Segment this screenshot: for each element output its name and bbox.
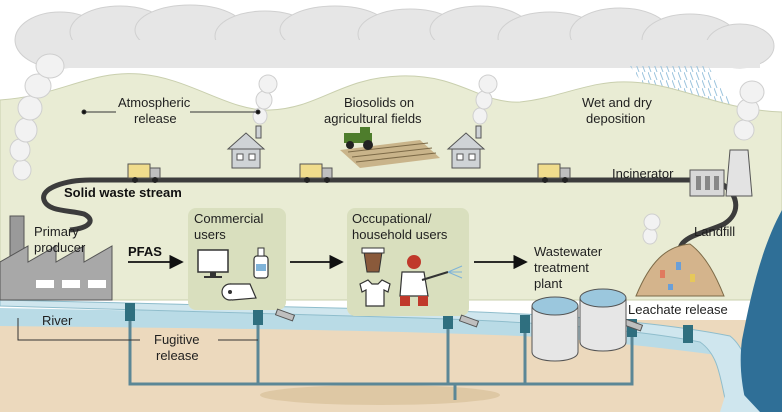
treatment-tank-icon [531, 288, 627, 362]
cloud-band [14, 4, 775, 69]
tractor-icon [344, 127, 373, 150]
callout-lines [17, 109, 261, 341]
river-mouth [720, 380, 760, 412]
factory-icon [0, 215, 113, 301]
label-occupational-users: household users [352, 227, 448, 242]
label-wastewater-treatment-plant: plant [534, 276, 563, 291]
label-primary-producer: producer [34, 240, 86, 255]
house-icon [446, 125, 486, 169]
commercial-users-panel [188, 208, 286, 310]
tshirt-icon [359, 279, 391, 307]
label-river: River [42, 313, 73, 328]
paper-roll-icon [221, 283, 257, 301]
label-biosolids: agricultural fields [324, 111, 422, 126]
bottle-icon [253, 247, 269, 279]
label-solid-waste-stream: Solid waste stream [64, 185, 182, 200]
label-wastewater-treatment-plant: Wastewater [534, 244, 603, 259]
truck-icon [127, 163, 161, 183]
label-incinerator: Incinerator [612, 166, 674, 181]
smoke-plumes [9, 53, 765, 245]
sea [740, 210, 782, 412]
label-atmospheric-release: release [134, 111, 177, 126]
label-fugitive-release: release [156, 348, 199, 363]
truck-icon [537, 163, 571, 183]
label-deposition: deposition [586, 111, 645, 126]
incinerator-icon [689, 149, 753, 197]
solid-waste-road [41, 177, 722, 233]
label-biosolids: Biosolids on [344, 95, 414, 110]
label-landfill: Landfill [694, 224, 735, 239]
coffee-cup-icon [361, 247, 385, 273]
label-commercial-users: users [194, 227, 226, 242]
house-icon [226, 125, 266, 169]
label-wastewater-treatment-plant: treatment [534, 260, 589, 275]
soil-shadow [260, 385, 500, 405]
label-leachate-release: Leachate release [628, 302, 728, 317]
label-primary-producer: Primary [34, 224, 79, 239]
label-occupational-users: Occupational/ [352, 211, 432, 226]
label-fugitive-release: Fugitive [154, 332, 200, 347]
firefighter-icon [399, 255, 463, 306]
label-atmospheric-release: Atmospheric [118, 95, 191, 110]
truck-icon [299, 163, 333, 183]
label-pfas: PFAS [128, 244, 162, 259]
landfill-icon [635, 243, 725, 297]
label-deposition: Wet and dry [582, 95, 652, 110]
monitor-icon [197, 249, 229, 278]
label-commercial-users: Commercial [194, 211, 263, 226]
